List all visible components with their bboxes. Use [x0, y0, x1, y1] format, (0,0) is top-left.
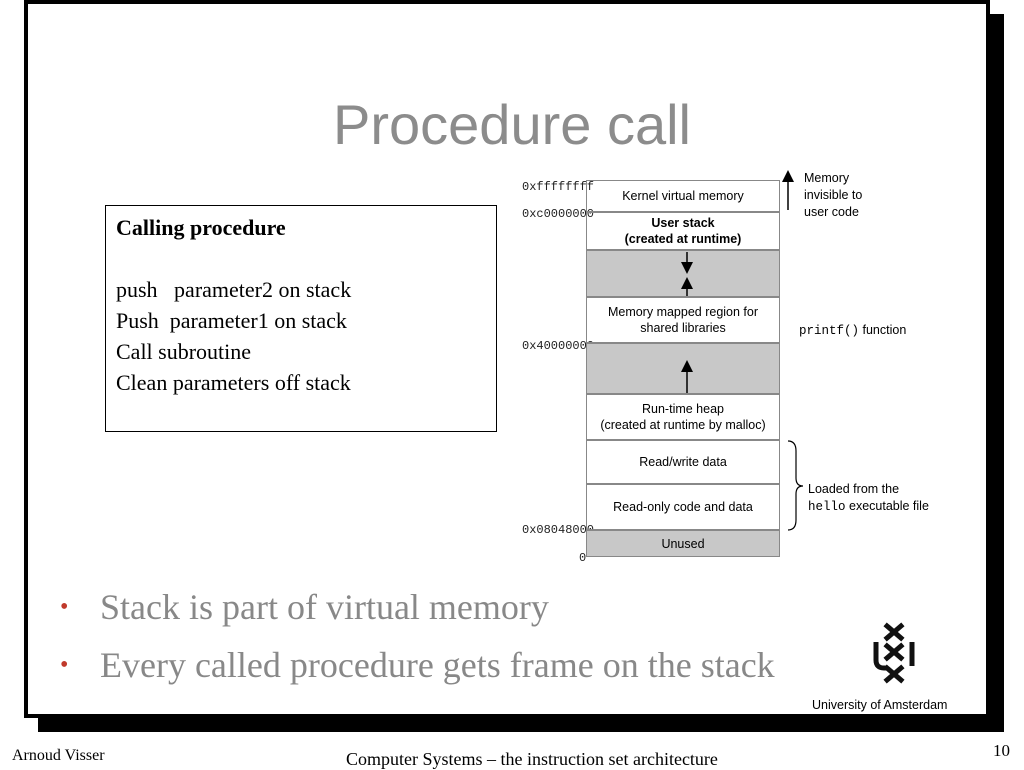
user-stack-sublabel: (created at runtime)	[624, 232, 742, 246]
read-only-code-label: Read-only code and data	[613, 500, 753, 514]
shared-libraries-label: Memory mapped region for	[607, 305, 759, 319]
address-code-start: 0x08048000	[522, 523, 595, 537]
printf-text: function	[862, 323, 907, 337]
loaded-brace	[787, 440, 804, 531]
kernel-invisible-note: Memory invisible to user code	[804, 170, 862, 221]
address-kernel-boundary: 0xc0000000	[522, 207, 595, 221]
bullet-item: • Stack is part of virtual memory	[60, 578, 775, 636]
page-number: 10	[993, 741, 1010, 760]
address-shared-boundary: 0x40000000	[522, 339, 595, 353]
loaded-text: executable file	[849, 499, 929, 513]
footer-course: Computer Systems – the instruction set a…	[346, 749, 718, 769]
kernel-invisible-line: invisible to	[804, 188, 863, 202]
bullet-item: • Every called procedure gets frame on t…	[60, 636, 775, 694]
address-top: 0xffffffff	[522, 180, 595, 194]
loaded-line: Loaded from the	[808, 482, 900, 496]
unused-label: Unused	[661, 536, 705, 551]
procedure-line: push parameter2 on stack	[116, 277, 352, 302]
calling-procedure-box: Calling procedure push parameter2 on sta…	[105, 205, 497, 432]
slide-title: Procedure call	[333, 93, 691, 156]
shared-libraries-block: Memory mapped region for shared librarie…	[586, 297, 780, 343]
procedure-line: Push parameter1 on stack	[116, 308, 347, 333]
read-write-data-block: Read/write data	[586, 440, 780, 484]
unused-block: Unused	[586, 530, 780, 557]
read-write-data-label: Read/write data	[639, 455, 727, 469]
user-stack-block: User stack (created at runtime)	[586, 212, 780, 250]
hello-code: hello	[808, 500, 846, 514]
heap-label: Run-time heap	[642, 402, 724, 416]
calling-procedure-heading: Calling procedure	[116, 215, 286, 240]
heap-block: Run-time heap (created at runtime by mal…	[586, 394, 780, 440]
kernel-memory-label: Kernel virtual memory	[622, 189, 744, 203]
kernel-invisible-line: Memory	[804, 171, 850, 185]
shared-libraries-sublabel: shared libraries	[640, 321, 726, 335]
footer-author: Arnoud Visser	[12, 747, 105, 764]
address-zero: 0	[579, 551, 587, 565]
university-name: University of Amsterdam	[812, 698, 948, 712]
kernel-memory-block: Kernel virtual memory	[586, 180, 780, 212]
loaded-note: Loaded from the hello executable file	[808, 481, 929, 516]
user-stack-label: User stack	[651, 216, 715, 230]
heap-sublabel: (created at runtime by malloc)	[600, 418, 766, 432]
read-only-code-block: Read-only code and data	[586, 484, 780, 530]
printf-code: printf()	[799, 324, 860, 338]
bullet-text: Every called procedure gets frame on the…	[100, 645, 775, 685]
bullet-text: Stack is part of virtual memory	[100, 587, 549, 627]
kernel-invisible-line: user code	[804, 205, 859, 219]
bullet-dot-icon: •	[60, 651, 69, 678]
bullet-dot-icon: •	[60, 593, 69, 620]
printf-note: printf() function	[799, 322, 906, 340]
procedure-line: Call subroutine	[116, 339, 252, 364]
university-logo-icon	[873, 622, 915, 684]
slide-frame	[24, 0, 990, 718]
procedure-line: Clean parameters off stack	[116, 370, 351, 395]
bullet-list: • Stack is part of virtual memory • Ever…	[60, 578, 775, 694]
